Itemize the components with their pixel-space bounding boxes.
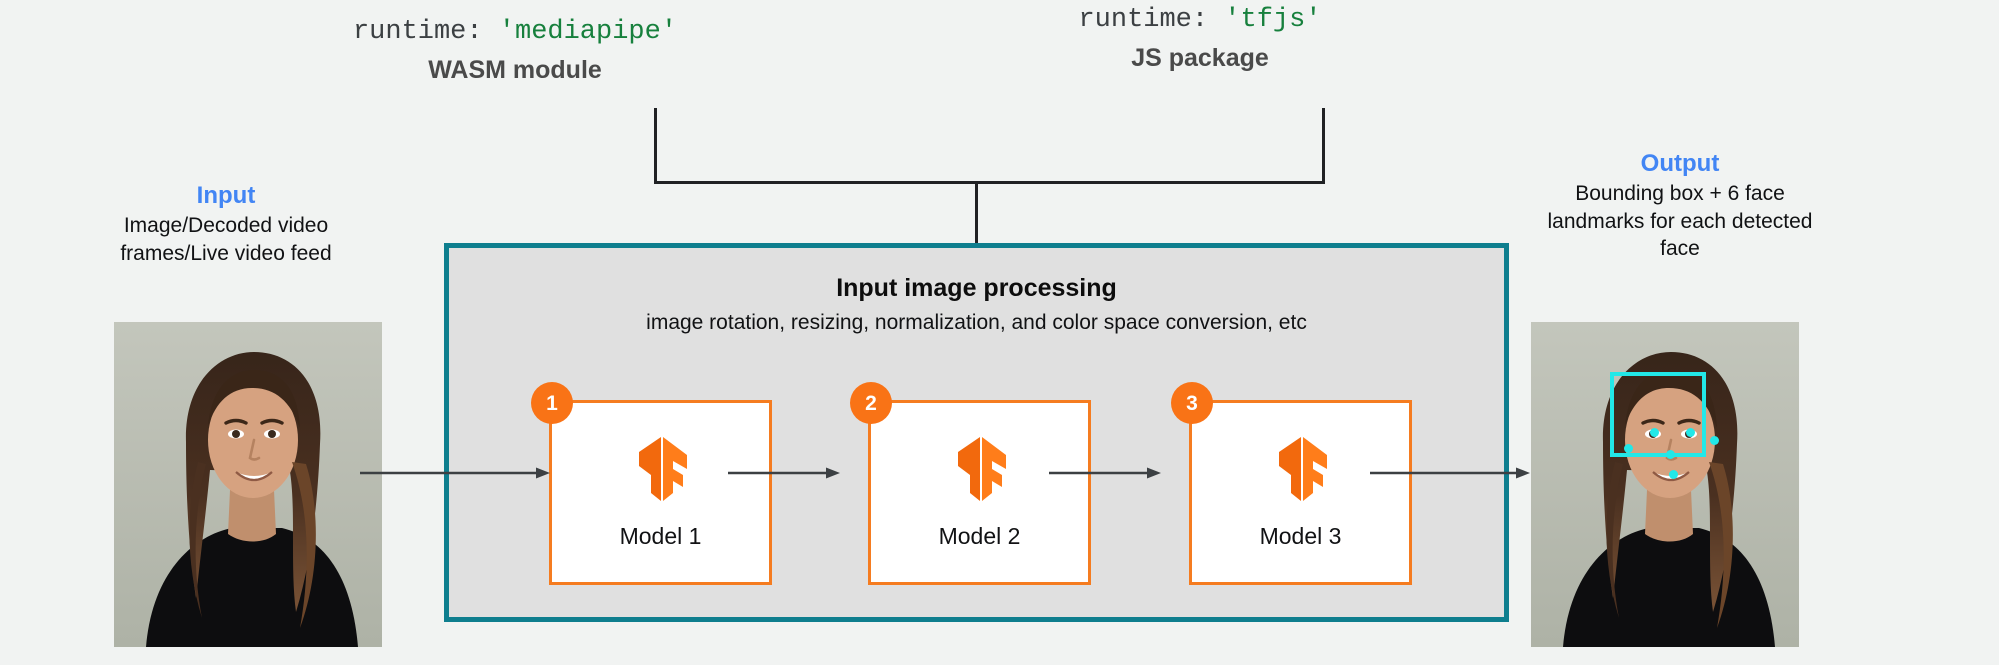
input-photo bbox=[114, 322, 382, 647]
connector-left-vertical bbox=[654, 108, 657, 184]
input-photo-illustration bbox=[114, 322, 382, 647]
output-title: Output bbox=[1640, 150, 1720, 177]
runtime-code-prefix: runtime: bbox=[1078, 5, 1225, 35]
model-badge-2: 2 bbox=[850, 382, 892, 424]
runtime-label-tfjs: runtime: 'tfjs' JS package bbox=[1030, 4, 1370, 74]
model-label-3: Model 3 bbox=[1259, 522, 1342, 549]
landmark-mouth bbox=[1669, 470, 1678, 479]
runtime-code-tfjs: runtime: 'tfjs' bbox=[1030, 4, 1370, 38]
arrow-model2-to-model3 bbox=[1049, 467, 1161, 479]
pipeline-subtitle: image rotation, resizing, normalization,… bbox=[646, 310, 1307, 334]
landmark-right-ear bbox=[1710, 436, 1719, 445]
arrow-input-to-model1 bbox=[360, 467, 550, 479]
input-description: Image/Decoded video frames/Live video fe… bbox=[120, 214, 332, 265]
arrow-model3-to-output bbox=[1370, 467, 1530, 479]
runtime-code-prefix: runtime: bbox=[352, 17, 499, 47]
arrow-model1-to-model2 bbox=[728, 467, 840, 479]
landmark-nose-tip bbox=[1666, 450, 1675, 459]
model-box-2[interactable]: 2 Model 2 bbox=[850, 382, 1091, 585]
input-title: Input bbox=[196, 182, 256, 209]
model-label-1: Model 1 bbox=[619, 522, 702, 549]
connector-right-vertical bbox=[1322, 108, 1325, 184]
pipeline-heading: Input image processing image rotation, r… bbox=[449, 272, 1504, 337]
runtime-code-value: 'tfjs' bbox=[1224, 5, 1322, 35]
runtime-code-value: 'mediapipe' bbox=[498, 17, 678, 47]
runtime-label-mediapipe: runtime: 'mediapipe' WASM module bbox=[345, 16, 685, 86]
runtime-code-mediapipe: runtime: 'mediapipe' bbox=[345, 16, 685, 50]
output-label-group: Output Bounding box + 6 face landmarks f… bbox=[1530, 148, 1830, 262]
landmark-left-ear bbox=[1624, 444, 1633, 453]
runtime-title-wasm: WASM module bbox=[428, 55, 602, 84]
tensorflow-logo-icon bbox=[638, 436, 687, 501]
model-box-3[interactable]: 3 Model 3 bbox=[1171, 382, 1412, 585]
output-photo-illustration bbox=[1531, 322, 1799, 647]
pipeline-title: Input image processing bbox=[836, 274, 1117, 302]
output-photo bbox=[1531, 322, 1799, 647]
landmark-right-eye bbox=[1686, 428, 1695, 437]
connector-center-stem bbox=[975, 181, 978, 244]
connector-horizontal-bar bbox=[654, 181, 1325, 184]
output-description: Bounding box + 6 face landmarks for each… bbox=[1547, 182, 1813, 260]
landmark-left-eye bbox=[1650, 428, 1659, 437]
model-label-2: Model 2 bbox=[938, 522, 1021, 549]
runtime-title-jspackage: JS package bbox=[1131, 43, 1269, 72]
model-badge-1: 1 bbox=[531, 382, 573, 424]
pipeline-container: Input image processing image rotation, r… bbox=[444, 243, 1509, 622]
tensorflow-logo-icon bbox=[957, 436, 1006, 501]
model-badge-3: 3 bbox=[1171, 382, 1213, 424]
tensorflow-logo-icon bbox=[1278, 436, 1327, 501]
model-box-1[interactable]: 1 Model 1 bbox=[531, 382, 772, 585]
face-bounding-box bbox=[1610, 372, 1719, 479]
input-label-group: Input Image/Decoded video frames/Live vi… bbox=[90, 180, 362, 267]
